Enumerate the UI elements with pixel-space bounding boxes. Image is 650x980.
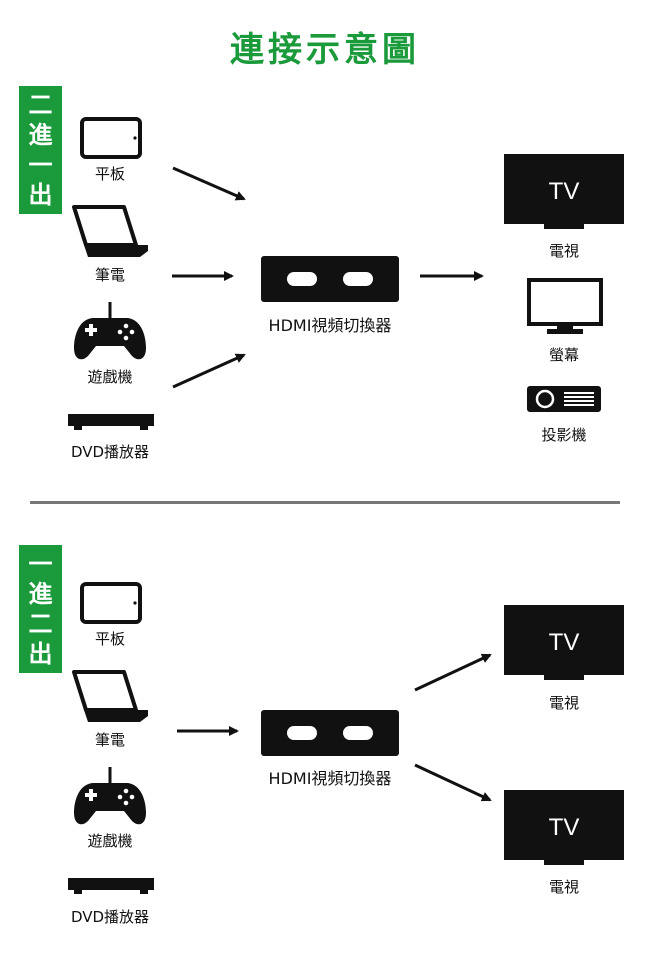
badge-char: 一 (28, 550, 53, 578)
output-label-tv: 電視 (548, 242, 579, 260)
mode-badge: 一 進 二 出 (19, 545, 62, 673)
source-label-laptop: 筆電 (94, 731, 125, 749)
output-label-projector: 投影機 (541, 426, 587, 444)
tablet-icon (80, 117, 142, 159)
switch-label: HDMI視頻切換器 (268, 769, 392, 788)
section-divider (30, 501, 620, 504)
dvd-player-icon (66, 412, 156, 432)
hdmi-switch-icon (261, 710, 399, 756)
source-label-dvd: DVD播放器 (70, 908, 150, 926)
source-label-gamepad: 遊戲機 (87, 368, 133, 386)
badge-char: 二 (28, 610, 53, 638)
arrow-tablet-to-switch (172, 166, 246, 201)
badge-char: 進 (28, 580, 53, 608)
monitor-icon (527, 278, 603, 336)
laptop-icon (70, 203, 152, 259)
output-label-monitor: 螢幕 (548, 346, 579, 364)
tv-icon: TV (504, 605, 624, 683)
badge-char: 一 (28, 151, 53, 179)
section2-arrows (177, 653, 492, 802)
arrow-switch-to-tv-top (414, 653, 492, 692)
badge-char: 進 (28, 121, 53, 149)
output-label-tv: 電視 (548, 694, 579, 712)
tv-screen-text: TV (549, 178, 580, 205)
hdmi-switch-icon (261, 256, 399, 302)
mode-badge: 二 進 一 出 (19, 86, 62, 214)
source-label-tablet: 平板 (94, 630, 125, 648)
laptop-icon (70, 668, 152, 724)
gamepad-icon (72, 765, 148, 827)
switch-label: HDMI視頻切換器 (268, 316, 392, 335)
source-label-tablet: 平板 (94, 165, 125, 183)
tablet-icon (80, 582, 142, 624)
tv-screen-text: TV (549, 629, 580, 656)
source-label-laptop: 筆電 (94, 266, 125, 284)
input-arrows (172, 166, 484, 389)
projector-icon (526, 385, 602, 415)
badge-char: 二 (28, 91, 53, 119)
gamepad-icon (72, 300, 148, 362)
source-label-gamepad: 遊戲機 (87, 832, 133, 850)
badge-char: 出 (28, 181, 53, 209)
tv-icon: TV (504, 154, 624, 232)
tv-screen-text: TV (549, 814, 580, 841)
output-label-tv: 電視 (548, 878, 579, 896)
page-title: 連接示意圖 (230, 30, 420, 70)
arrow-gamepad-to-switch (172, 353, 246, 389)
arrow-switch-to-tv-bottom (414, 763, 492, 802)
badge-char: 出 (28, 640, 53, 668)
dvd-player-icon (66, 876, 156, 896)
tv-icon: TV (504, 790, 624, 868)
source-label-dvd: DVD播放器 (70, 443, 150, 461)
